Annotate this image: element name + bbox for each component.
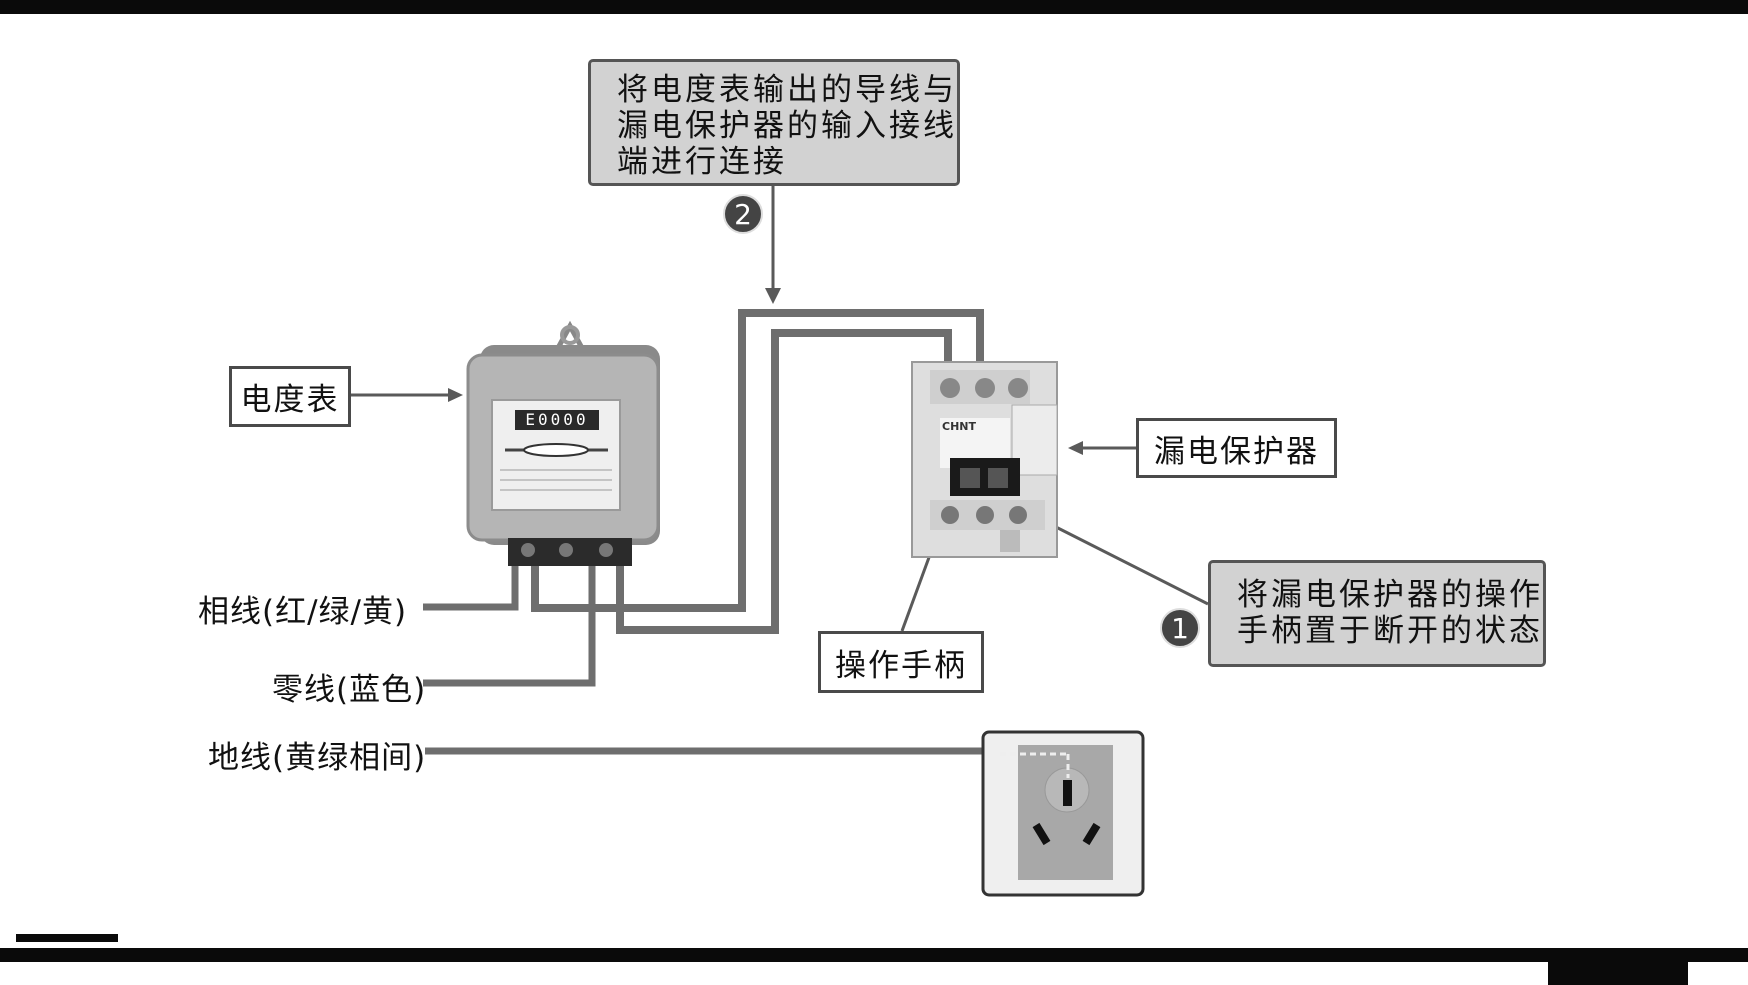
socket-earth-pin — [1063, 780, 1072, 806]
phase-wire-label: 相线(红/绿/黄) — [198, 594, 408, 630]
step2-line-1: 将电度表输出的导线与 — [617, 72, 957, 108]
step1-number-badge: 1 — [1160, 608, 1200, 648]
breaker-label: 漏电保护器 — [1136, 418, 1337, 478]
step2-line-3: 端进行连接 — [617, 144, 787, 180]
top-border-bar — [0, 0, 1748, 14]
socket-pin-right — [1082, 822, 1101, 846]
wire-inner — [616, 329, 952, 634]
step1-callout: 将漏电保护器的操作 手柄置于断开的状态 — [1208, 560, 1546, 667]
earth-wire-label: 地线(黄绿相间) — [208, 740, 427, 776]
step2-line-2: 漏电保护器的输入接线 — [617, 108, 957, 144]
earth-wire — [425, 747, 1072, 790]
bottom-left-mark — [16, 934, 118, 942]
step2-callout: 将电度表输出的导线与 漏电保护器的输入接线 端进行连接 — [588, 59, 960, 186]
meter-counter-digits: E0000 — [525, 410, 589, 429]
handle-label: 操作手柄 — [818, 631, 984, 693]
wall-socket — [981, 730, 1145, 897]
neutral-wire-label: 零线(蓝色) — [272, 672, 427, 708]
pointer-lines — [351, 186, 1209, 632]
step2-number-badge: 2 — [723, 194, 763, 234]
meter-label: 电度表 — [229, 366, 351, 427]
socket-pin-left — [1032, 822, 1051, 846]
neutral-wire — [423, 545, 596, 687]
breaker-brand: CHNT — [942, 420, 976, 433]
electricity-meter — [466, 320, 660, 566]
wire-outer — [531, 309, 984, 612]
leakage-protector — [911, 361, 1058, 558]
bottom-right-block — [1548, 962, 1688, 985]
step2-arrow-head — [765, 288, 781, 304]
bottom-border-bar — [0, 948, 1748, 962]
meter-to-breaker-wires — [531, 309, 984, 634]
socket-face — [1018, 745, 1113, 880]
step1-line-2: 手柄置于断开的状态 — [1237, 613, 1543, 649]
meter-arrow-head — [448, 388, 463, 402]
phase-wire — [423, 545, 519, 611]
step1-line-1: 将漏电保护器的操作 — [1237, 577, 1543, 613]
breaker-arrow-head — [1068, 441, 1083, 455]
step1-pointer — [1045, 520, 1209, 606]
meter-counter-bg — [515, 410, 599, 430]
